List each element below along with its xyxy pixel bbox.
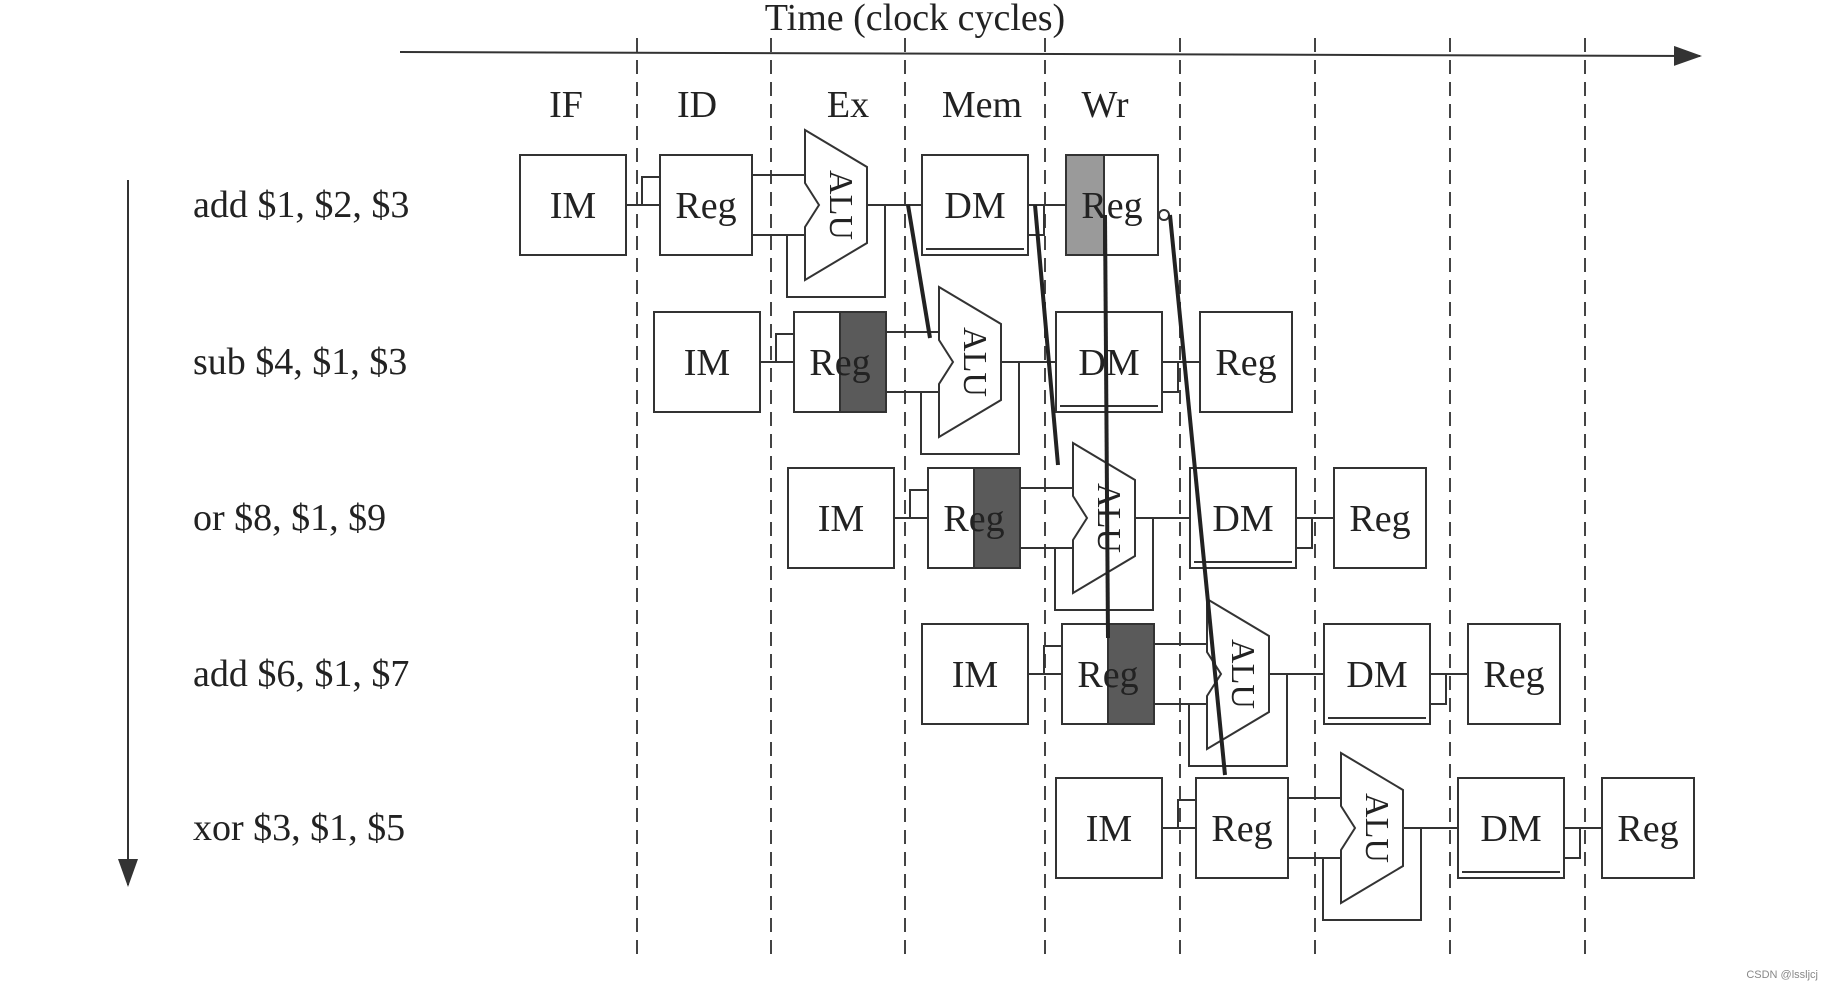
alu-shape [1206,597,1270,751]
dm-box [1055,311,1163,413]
reg-read-label: Reg [1211,808,1272,850]
dm-reg-wire [1564,827,1602,859]
im-label: IM [952,654,998,696]
dm-box [1189,467,1297,569]
im-box [921,623,1029,725]
alu-bypass-wire [1322,828,1422,921]
alu-label: ALU [1358,793,1395,863]
reg-write-box [1333,467,1427,569]
stage-label: Wr [1082,84,1129,126]
forwarding-line [1168,214,1227,776]
dm-reg-wire [1162,361,1200,393]
dm-label: DM [1212,498,1273,540]
dm-label: DM [944,185,1005,227]
stage-label: IF [549,84,583,126]
time-axis [399,45,1702,66]
instruction-labels: add $1, $2, $3 sub $4, $1, $3 or $8, $1, $… [193,184,409,849]
reg-write-box [1199,311,1293,413]
reg-read-label: Reg [943,498,1004,540]
reg-write-shade [1065,154,1105,256]
alu-bypass-wire [786,205,886,298]
reg-read-box [659,154,753,256]
stage-label: Ex [827,84,869,126]
instruction-label: sub $4, $1, $3 [193,341,407,383]
pipeline-row: IM Reg ALU DM Reg [1055,751,1695,921]
forwarding-lines [906,204,1227,776]
reg-write-label: Reg [1215,342,1276,384]
instruction-label: add $1, $2, $3 [193,184,409,226]
dm-reg-wire [1296,517,1334,549]
dm-label: DM [1480,808,1541,850]
im-box [519,154,627,256]
reg-alu-wire [886,331,939,393]
reg-read-shade [973,467,1021,569]
im-reg-wire [760,333,794,363]
im-box [653,311,761,413]
stage-label: ID [677,84,717,126]
reg-alu-wire [1020,487,1073,549]
alu-label: ALU [956,327,993,397]
reg-read-shade [1107,623,1155,725]
alu-label: ALU [1224,639,1261,709]
pipeline-rows: IMRegALUDMRegIMRegALUDMRegIMRegALUDMRegI… [519,128,1695,921]
im-reg-wire [626,176,660,206]
write-port-dot [1158,209,1170,221]
reg-write-label: Reg [1349,498,1410,540]
dm-label: DM [1078,342,1139,384]
reg-write-box [1467,623,1561,725]
forwarding-line [1033,204,1060,466]
reg-alu-wire [1288,797,1341,859]
instruction-label: xor $3, $1, $5 [193,807,405,849]
alu-bypass-wire [920,362,1020,455]
dm-reg-wire [1430,673,1468,705]
alu-shape [1340,751,1404,905]
pipeline-row: IM Reg ALU DM Reg [653,285,1293,455]
alu-bypass-wire [1054,518,1154,611]
stage-labels: IF ID Ex Mem Wr [549,84,1129,126]
instruction-label: or $8, $1, $9 [193,497,386,539]
alu-label: ALU [822,170,859,240]
forwarding-line [1103,214,1110,639]
im-label: IM [818,498,864,540]
time-axis-title: Time (clock cycles) [765,0,1065,39]
forwarding-line [906,204,932,339]
im-reg-wire [1028,645,1062,675]
im-label: IM [684,342,730,384]
dm-box [1323,623,1431,725]
im-box [1055,777,1163,879]
reg-alu-wire [752,174,805,236]
alu-bypass-wire [1188,674,1288,767]
pipeline-row: IM Reg ALU DM Reg [519,128,1170,298]
reg-read-label: Reg [675,185,736,227]
stage-label: Mem [942,84,1022,126]
reg-write-label: Reg [1483,654,1544,696]
reg-read-shade [839,311,887,413]
reg-write-label: Reg [1081,185,1142,227]
alu-shape [1072,441,1136,595]
alu-shape [938,285,1002,439]
im-reg-wire [1162,799,1196,829]
alu-shape [804,128,868,282]
reg-read-label: Reg [809,342,870,384]
reg-read-label: Reg [1077,654,1138,696]
reg-read-box [1195,777,1289,879]
pipeline-row: IM Reg ALU DM Reg [921,597,1561,767]
dm-label: DM [1346,654,1407,696]
instruction-label: add $6, $1, $7 [193,653,409,695]
im-reg-wire [894,489,928,519]
im-label: IM [1086,808,1132,850]
reg-write-label: Reg [1617,808,1678,850]
im-label: IM [550,185,596,227]
watermark: CSDN @lssljcj [1746,969,1818,981]
reg-alu-wire [1154,643,1207,705]
reg-write-box [1601,777,1695,879]
dm-reg-wire [1028,204,1066,236]
